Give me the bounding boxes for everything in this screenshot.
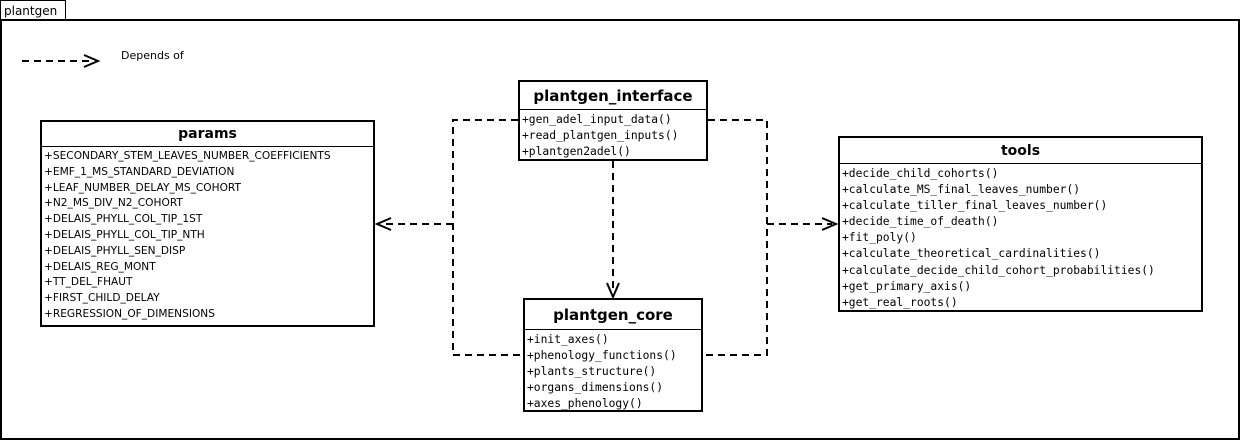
- arrowhead-core: [606, 282, 620, 300]
- tools-operation: +get_real_roots(): [842, 295, 958, 309]
- params-attribute: +DELAIS_REG_MONT: [44, 260, 156, 273]
- tools-operation: +decide_time_of_death(): [842, 215, 999, 229]
- class-plantgen-core-name: plantgen_core: [525, 300, 701, 330]
- tools-operation: +calculate_MS_final_leaves_number(): [842, 183, 1081, 197]
- legend-label: Depends of: [121, 49, 184, 62]
- params-attribute: +DELAIS_PHYLL_COL_TIP_NTH: [44, 228, 205, 241]
- params-attribute: +DELAIS_PHYLL_SEN_DISP: [44, 244, 186, 257]
- class-plantgen-interface: plantgen_interface +gen_adel_input_data(…: [518, 80, 708, 161]
- params-attribute: +DELAIS_PHYLL_COL_TIP_1ST: [44, 213, 203, 226]
- tools-operation: +calculate_decide_child_cohort_probabili…: [842, 263, 1155, 277]
- package-tab: plantgen: [0, 0, 66, 20]
- legend-arrowhead: [83, 54, 101, 68]
- class-plantgen-core-operations: +init_axes() +phenology_functions() +pla…: [525, 330, 701, 412]
- params-attribute: +SECONDARY_STEM_LEAVES_NUMBER_COEFFICIEN…: [44, 150, 331, 162]
- class-tools: tools +decide_child_cohorts() +calculate…: [838, 136, 1203, 312]
- package-frame: [0, 19, 1240, 440]
- class-params: params +SECONDARY_STEM_LEAVES_NUMBER_COE…: [40, 120, 375, 327]
- params-attribute: +REGRESSION_OF_DIMENSIONS: [44, 307, 215, 320]
- arrowhead-params: [374, 217, 392, 231]
- params-attribute: +TT_DEL_FHAUT: [44, 276, 133, 289]
- params-attribute: +N2_MS_DIV_N2_COHORT: [44, 197, 183, 210]
- tools-operation: +calculate_tiller_final_leaves_number(): [842, 199, 1108, 213]
- tools-operation: +fit_poly(): [842, 231, 917, 245]
- params-attribute: +FIRST_CHILD_DELAY: [44, 292, 160, 305]
- core-operation: +axes_phenology(): [527, 397, 643, 411]
- core-operation: +plants_structure(): [527, 365, 657, 379]
- interface-operation: +gen_adel_input_data(): [522, 113, 672, 126]
- dep-interface-core-right-loop: [703, 119, 768, 356]
- core-operation: +organs_dimensions(): [527, 381, 664, 395]
- params-attribute: +EMF_1_MS_STANDARD_DEVIATION: [44, 165, 235, 178]
- class-params-name: params: [42, 122, 373, 147]
- interface-operation: +plantgen2adel(): [522, 145, 631, 159]
- class-plantgen-core: plantgen_core +init_axes() +phenology_fu…: [523, 298, 703, 412]
- tools-operation: +calculate_theoretical_cardinalities(): [842, 247, 1101, 261]
- dep-interface-core-left-loop: [452, 119, 523, 356]
- class-tools-name: tools: [840, 138, 1201, 164]
- class-params-attributes: +SECONDARY_STEM_LEAVES_NUMBER_COEFFICIEN…: [42, 147, 373, 323]
- arrowhead-tools: [821, 217, 839, 231]
- tools-operation: +decide_child_cohorts(): [842, 167, 999, 180]
- interface-operation: +read_plantgen_inputs(): [522, 129, 679, 143]
- class-tools-operations: +decide_child_cohorts() +calculate_MS_fi…: [840, 164, 1201, 311]
- class-plantgen-interface-operations: +gen_adel_input_data() +read_plantgen_in…: [520, 110, 706, 160]
- class-plantgen-interface-name: plantgen_interface: [520, 82, 706, 110]
- params-attribute: +LEAF_NUMBER_DELAY_MS_COHORT: [44, 181, 241, 194]
- core-operation: +phenology_functions(): [527, 349, 677, 363]
- core-operation: +init_axes(): [527, 333, 609, 346]
- tools-operation: +get_primary_axis(): [842, 279, 972, 293]
